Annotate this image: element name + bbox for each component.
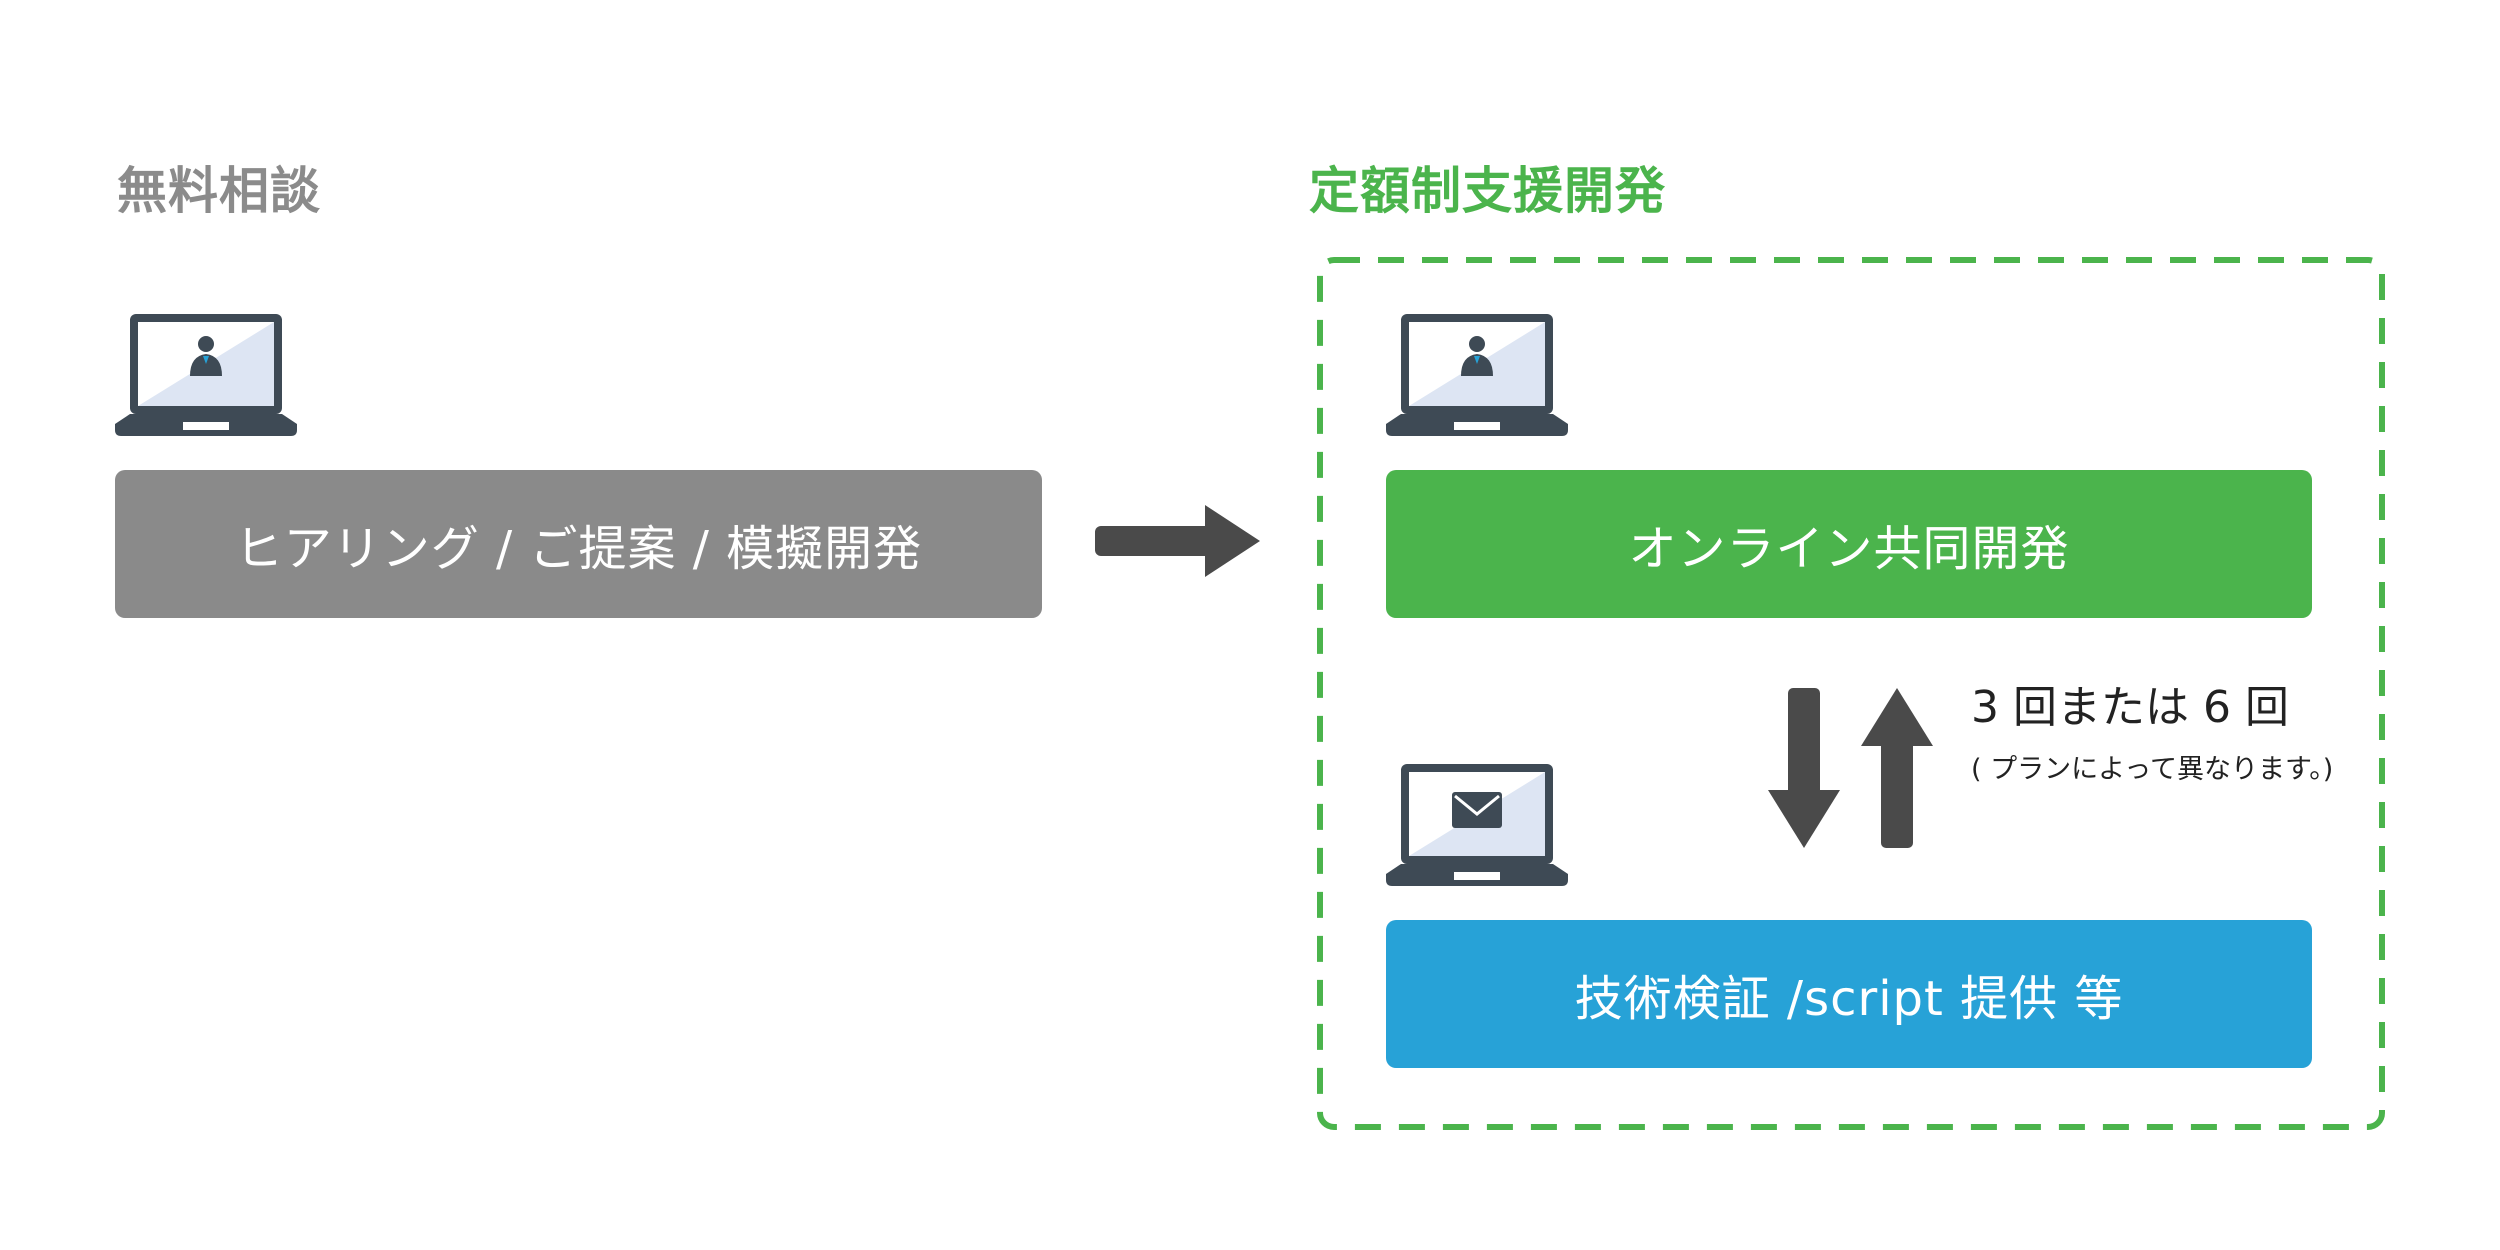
down-arrow-icon	[1768, 688, 1840, 848]
free-consultation-title: 無料相談	[117, 162, 321, 220]
up-arrow-icon	[1861, 688, 1933, 848]
laptop-person-icon	[115, 314, 297, 436]
laptop-person-icon	[1386, 314, 1568, 436]
online-joint-development-step: オンライン共同開発	[1386, 470, 2312, 618]
session-count-text: 3 回または 6 回	[1971, 682, 2289, 733]
tech-validation-step: 技術検証 /script 提供 等	[1386, 920, 2312, 1068]
fixed-fee-development-title: 定額制支援開発	[1309, 162, 1666, 220]
right-arrow-icon	[1095, 505, 1260, 577]
plan-frame	[1317, 257, 2385, 1130]
plan-note-text: ( プランによって異なります。)	[1971, 754, 2334, 785]
laptop-mail-icon	[1386, 764, 1568, 886]
hearing-proposal-step: ヒアリング / ご提案 / 模擬開発	[115, 470, 1042, 618]
